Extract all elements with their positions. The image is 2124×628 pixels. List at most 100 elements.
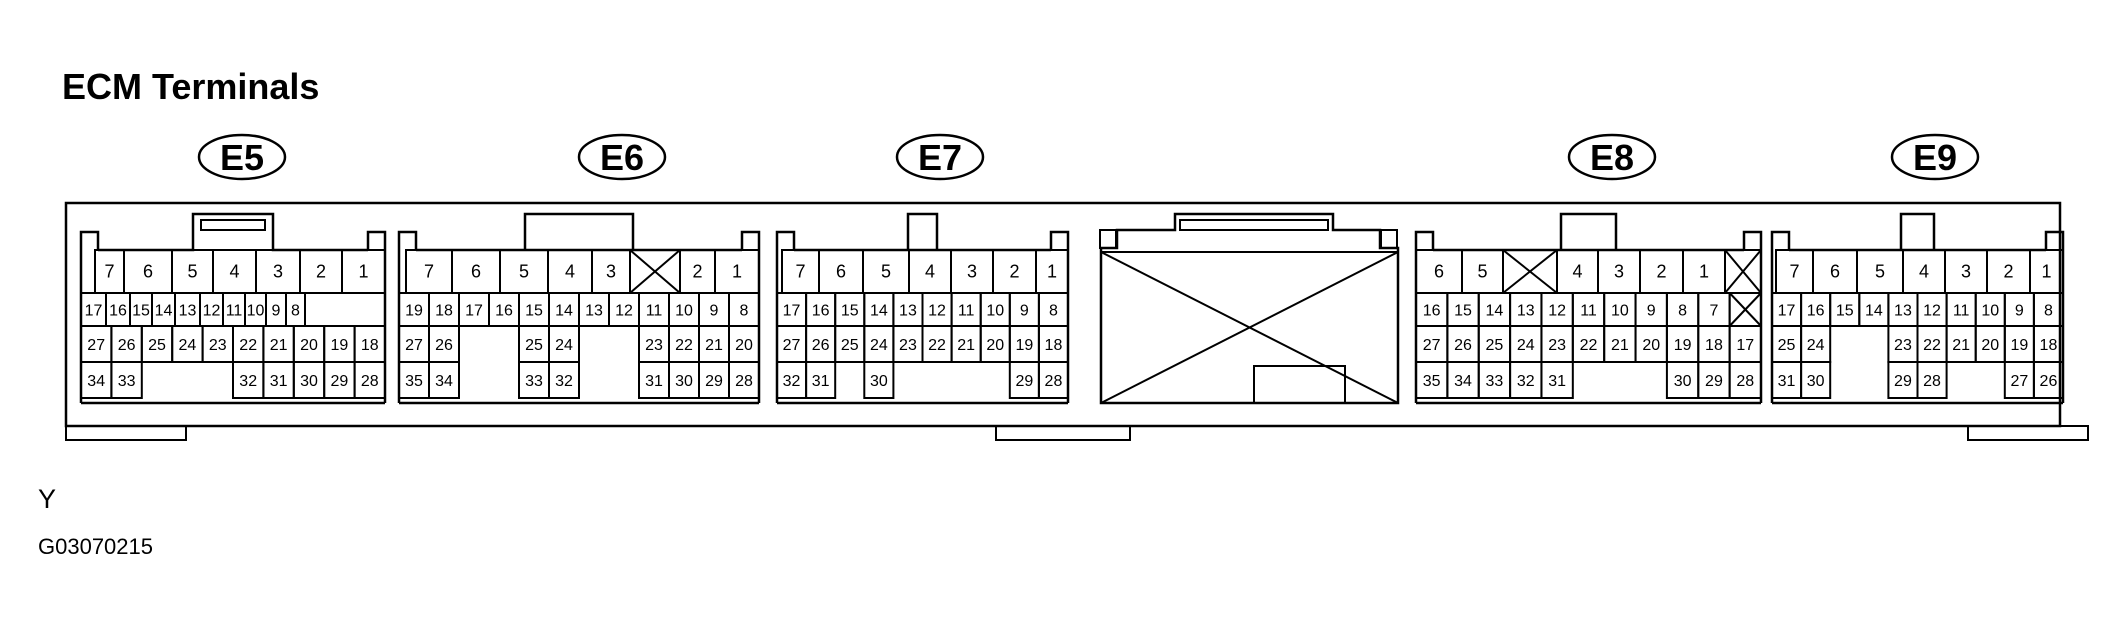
terminal-number: 18 [1705,337,1723,354]
terminal-number: 29 [1894,373,1912,390]
terminal-number: 30 [1674,373,1692,390]
terminal-number: 31 [1548,373,1566,390]
terminal-number: 11 [958,303,975,320]
terminal-number: 27 [405,337,423,354]
terminal-number: 30 [675,373,693,390]
figure-letter: Y [38,484,57,514]
terminal-number: 33 [1486,373,1504,390]
terminal-number: 28 [1045,373,1063,390]
terminal-number: 11 [226,303,243,320]
terminal-number: 34 [87,373,105,390]
terminal-number: 22 [239,337,257,354]
terminal-number: 9 [2015,303,2024,320]
terminal-number: 13 [179,303,197,320]
terminal-number: 11 [646,303,663,320]
terminal-number: 17 [783,303,801,320]
terminal-number: 15 [841,303,859,320]
terminal-cavity [863,361,895,399]
terminal-number: 4 [925,262,935,282]
terminal-number: 7 [104,262,114,282]
terminal-number: 13 [585,303,603,320]
terminal-number: 30 [1807,373,1825,390]
terminal-number: 6 [836,262,846,282]
terminal-number: 5 [1875,262,1885,282]
terminal-number: 17 [85,303,103,320]
terminal-number: 24 [555,337,573,354]
terminal-number: 16 [495,303,513,320]
terminal-number: 24 [1807,337,1825,354]
terminal-number: 29 [1705,373,1723,390]
terminal-number: 31 [1778,373,1796,390]
terminal-number: 7 [795,262,805,282]
terminal-number: 16 [812,303,830,320]
terminal-number: 23 [1548,337,1566,354]
terminal-number: 21 [270,337,288,354]
terminal-number: 25 [841,337,859,354]
terminal-cavity [1540,361,1574,399]
terminal-number: 7 [1789,262,1799,282]
terminal-number: 29 [705,373,723,390]
terminal-number: 30 [300,373,318,390]
terminal-number: 20 [1981,337,1999,354]
figure-code: G03070215 [38,534,153,559]
terminal-cavity [1800,361,1832,399]
terminal-number: 1 [732,262,742,282]
terminal-number: 32 [555,373,573,390]
terminal-number: 8 [740,303,749,320]
terminal-number: 21 [1952,337,1970,354]
terminal-cavity [728,361,760,399]
terminal-number: 9 [1020,303,1029,320]
terminal-number: 24 [1517,337,1535,354]
terminal-number: 27 [87,337,105,354]
terminal-number: 35 [1423,373,1441,390]
connector-label-oval [895,133,985,181]
terminal-number: 9 [1647,303,1656,320]
terminal-number: 28 [735,373,753,390]
connector-label: E6 [600,137,644,178]
terminal-number: 21 [1611,337,1629,354]
terminal-number: 21 [957,337,975,354]
terminal-number: 34 [435,373,453,390]
terminal-number: 32 [783,373,801,390]
terminal-number: 11 [1953,303,1970,320]
terminal-number: 12 [1548,303,1566,320]
terminal-number: 32 [239,373,257,390]
terminal-number: 29 [1015,373,1033,390]
terminal-cavity [341,249,386,294]
terminal-number: 5 [187,262,197,282]
terminal-number: 23 [1894,337,1912,354]
housing-tab-left [65,425,187,441]
terminal-number: 5 [1477,262,1487,282]
terminal-cavity [1916,361,1948,399]
terminal-number: 32 [1517,373,1535,390]
connector-label: E8 [1590,137,1634,178]
connector-label-oval [1567,133,1657,181]
terminal-number: 7 [424,262,434,282]
terminal-number: 6 [471,262,481,282]
terminal-number: 20 [986,337,1004,354]
connector-label-oval [577,133,667,181]
terminal-number: 20 [300,337,318,354]
terminal-number: 18 [2040,337,2058,354]
terminal-number: 27 [783,337,801,354]
terminal-number: 6 [1830,262,1840,282]
terminal-number: 14 [870,303,888,320]
connector-label-oval [1890,133,1980,181]
terminal-number: 13 [1517,303,1535,320]
terminal-number: 2 [1656,262,1666,282]
terminal-number: 1 [358,262,368,282]
housing-tab-right [1967,425,2089,441]
terminal-number: 20 [735,337,753,354]
terminal-number: 22 [928,337,946,354]
terminal-number: 25 [525,337,543,354]
terminal-number: 14 [155,303,173,320]
terminal-number: 15 [1454,303,1472,320]
terminal-number: 17 [465,303,483,320]
terminal-number: 11 [1580,303,1597,320]
terminal-number: 2 [2003,262,2013,282]
terminal-number: 14 [1486,303,1504,320]
terminal-number: 28 [1923,373,1941,390]
